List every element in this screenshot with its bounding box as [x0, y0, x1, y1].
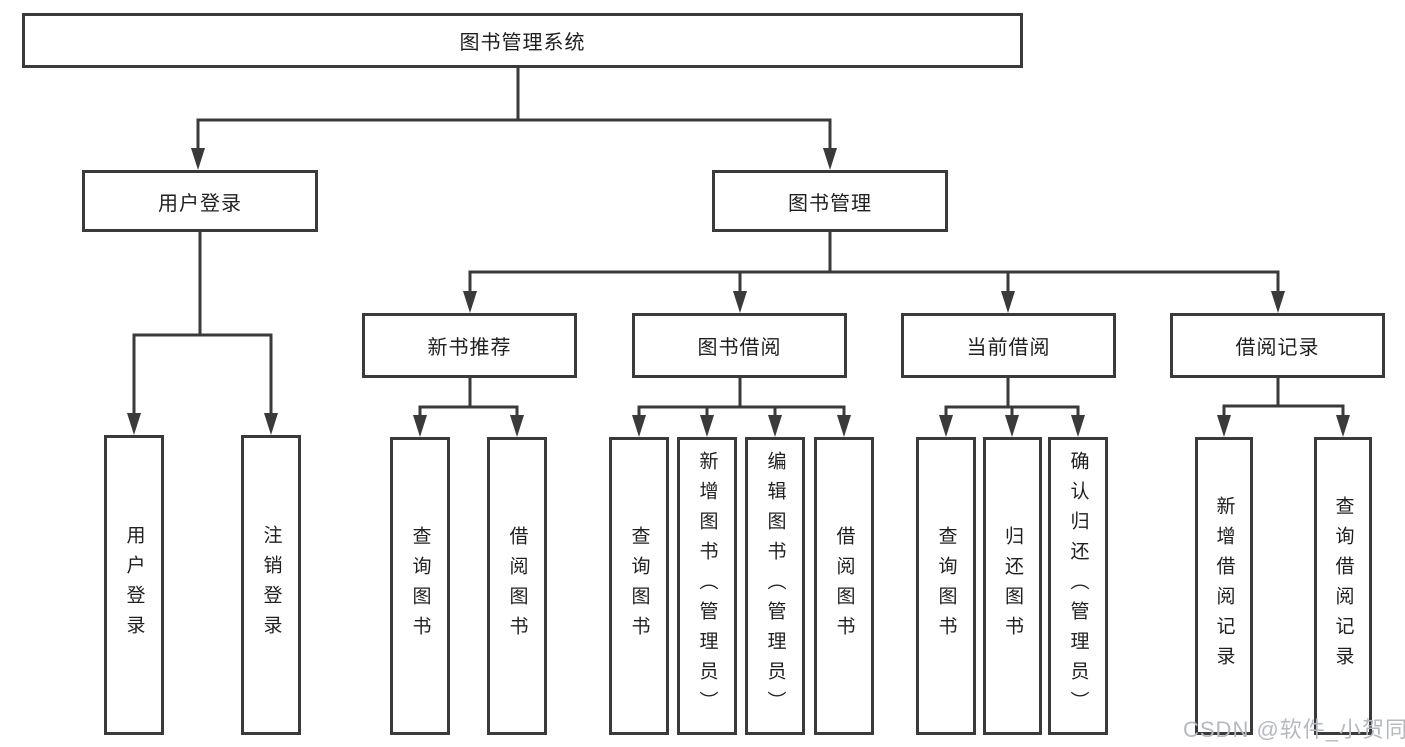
node-label: 借阅图书 [506, 526, 528, 646]
leaf-borrow-books: 借阅图书 [814, 437, 874, 735]
leaf-query-books-recommend: 查询图书 [390, 437, 450, 735]
leaf-borrow-books-recommend: 借阅图书 [487, 437, 547, 735]
leaf-query-borrow-record: 查询借阅记录 [1314, 437, 1372, 735]
node-label: 当前借阅 [966, 337, 1051, 359]
node-label: 图书借阅 [697, 337, 782, 359]
node-label: 确认归还（管理员） [1067, 451, 1089, 721]
node-label: 借阅图书 [833, 526, 855, 646]
node-label: 图书管理系统 [459, 32, 586, 54]
node-label: 编辑图书（管理员） [764, 451, 786, 721]
node-label: 图书管理 [788, 192, 872, 215]
leaf-user-login: 用户登录 [104, 435, 164, 735]
leaf-query-books-current: 查询图书 [916, 437, 976, 735]
node-book-management: 图书管理 [712, 170, 948, 232]
node-label: 查询图书 [628, 526, 650, 646]
node-label: 用户登录 [158, 192, 242, 215]
leaf-return-books: 归还图书 [983, 437, 1042, 735]
node-label: 归还图书 [1002, 526, 1023, 646]
node-borrow-record: 借阅记录 [1170, 313, 1385, 378]
leaf-edit-books-admin: 编辑图书（管理员） [745, 437, 805, 735]
node-label: 新书推荐 [427, 337, 512, 359]
node-book-borrow: 图书借阅 [632, 313, 847, 378]
leaf-query-books-borrow: 查询图书 [609, 437, 669, 735]
node-label: 用户登录 [123, 525, 145, 645]
node-current-borrow: 当前借阅 [901, 313, 1116, 378]
node-label: 新增图书（管理员） [696, 451, 718, 721]
node-new-book-recommend: 新书推荐 [362, 313, 577, 378]
leaf-add-books-admin: 新增图书（管理员） [677, 437, 737, 735]
node-label: 借阅记录 [1235, 337, 1320, 359]
leaf-add-borrow-record: 新增借阅记录 [1195, 437, 1253, 735]
leaf-confirm-return-admin: 确认归还（管理员） [1048, 437, 1108, 735]
node-user-login: 用户登录 [82, 170, 318, 232]
node-label: 查询借阅记录 [1332, 496, 1354, 676]
node-label: 注销登录 [260, 525, 282, 645]
node-label: 查询图书 [409, 526, 431, 646]
node-library-system: 图书管理系统 [22, 13, 1023, 68]
csdn-watermark: CSDN @软件_小贺同学 [1183, 717, 1405, 742]
node-label: 新增借阅记录 [1213, 496, 1235, 676]
node-label: 查询图书 [935, 526, 957, 646]
leaf-logout-login: 注销登录 [241, 435, 301, 735]
